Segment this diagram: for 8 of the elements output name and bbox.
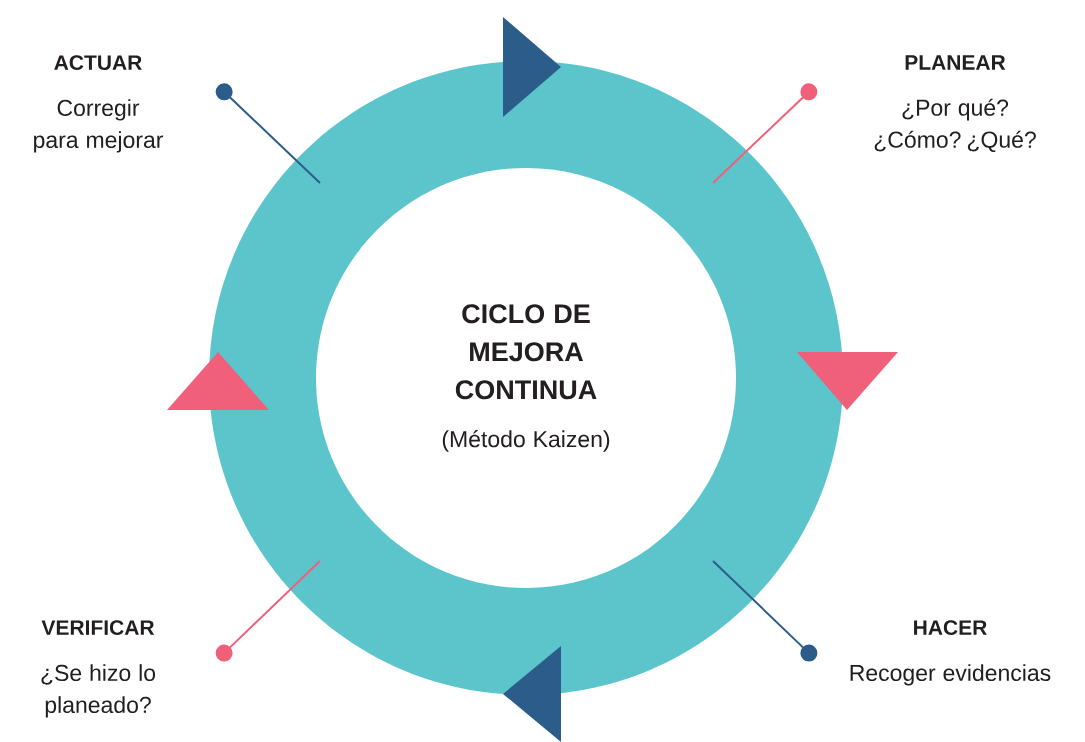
leader-line (215, 83, 321, 184)
step-label: ACTUAR Corregir para mejorar (34, 55, 164, 153)
step-label: VERIFICAR ¿Se hizo lo planeado? (41, 620, 156, 718)
leader-line (215, 560, 321, 662)
step-label: HACER Recoger evidencias (850, 620, 1051, 686)
leader-line (712, 83, 818, 184)
leader-line (712, 560, 818, 662)
step-label: PLANEAR ¿Por qué? ¿Cómo? ¿Qué? (874, 55, 1036, 152)
